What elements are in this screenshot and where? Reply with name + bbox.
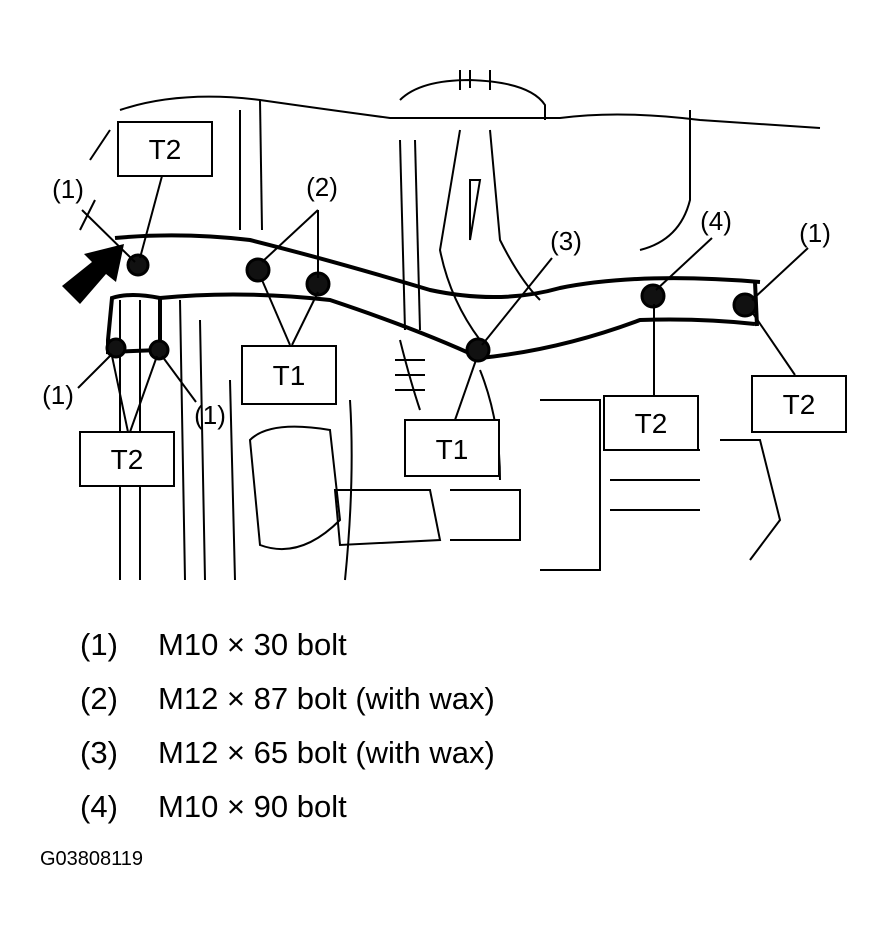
legend-row-4: (4) M10 × 90 bolt: [80, 780, 840, 834]
direction-arrow-icon: [62, 244, 124, 304]
legend-row-1: (1) M10 × 30 bolt: [80, 618, 840, 672]
label-1-top-left: (1): [52, 174, 84, 204]
legend-desc: M10 × 30 bolt: [158, 627, 347, 662]
label-2-top: (2): [306, 172, 338, 202]
legend-row-2: (2) M12 × 87 bolt (with wax): [80, 672, 840, 726]
label-1-far-right: (1): [799, 218, 831, 248]
legend-num: (2): [80, 681, 118, 716]
legend-num: (3): [80, 735, 118, 770]
callout-t1-mid-left: T1: [273, 360, 306, 391]
callout-t2-far-right: T2: [783, 389, 816, 420]
callout-box-t2-bottom-left: [79, 431, 175, 487]
bolts: [105, 253, 758, 363]
callout-t2-top-left: T2: [149, 134, 182, 165]
label-1-bottom-left: (1): [42, 380, 74, 410]
legend-num: (4): [80, 789, 118, 824]
callout-box-t1-mid-left: [241, 345, 337, 405]
bolt-1-bottom-left-b: [148, 339, 170, 361]
callout-box-t2-top-left: [117, 121, 213, 177]
legend-desc: M12 × 87 bolt (with wax): [158, 681, 495, 716]
callout-box-t2-right-mid: [603, 395, 699, 451]
leader-lines: [77, 175, 809, 433]
callout-box-t2-far-right: [751, 375, 847, 433]
bolt-3: [465, 337, 491, 363]
bolt-1-far-right: [732, 292, 758, 318]
bolt-4: [640, 283, 666, 309]
bolt-legend: (1) M10 × 30 bolt (2) M12 × 87 bolt (wit…: [80, 618, 840, 834]
bolt-2-left: [245, 257, 271, 283]
callout-t2-bottom-left: T2: [111, 444, 144, 475]
bolt-1-bottom-left-a: [105, 337, 127, 359]
callout-t1-center: T1: [436, 434, 469, 465]
legend-desc: M12 × 65 bolt (with wax): [158, 735, 495, 770]
figure-code: G03808119: [40, 848, 144, 870]
label-3-center: (3): [550, 226, 582, 256]
callout-t2-right-mid: T2: [635, 408, 668, 439]
legend-row-3: (3) M12 × 65 bolt (with wax): [80, 726, 840, 780]
callout-box-t1-center: [404, 419, 500, 477]
crossmember-diagram: T2 T1 T2 T1 T2 T2 (1) (2) (3) (4) (1) (1…: [42, 70, 847, 581]
label-4-right: (4): [700, 206, 732, 236]
legend-num: (1): [80, 627, 118, 662]
legend-desc: M10 × 90 bolt: [158, 789, 347, 824]
label-1-bottom-left-2: (1): [194, 400, 226, 430]
